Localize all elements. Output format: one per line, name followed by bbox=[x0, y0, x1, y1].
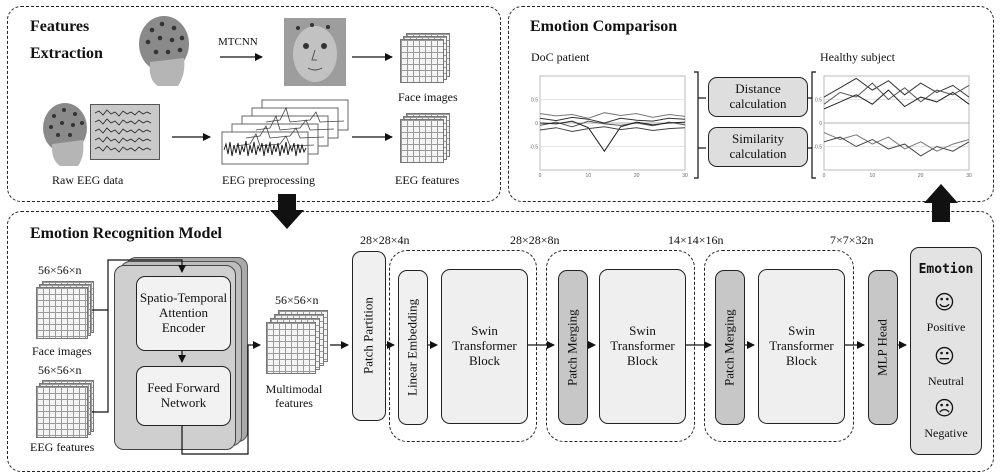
diagram-canvas: Features Extraction MTCNN Face images bbox=[0, 0, 1000, 476]
connector-arrows bbox=[0, 0, 1000, 476]
